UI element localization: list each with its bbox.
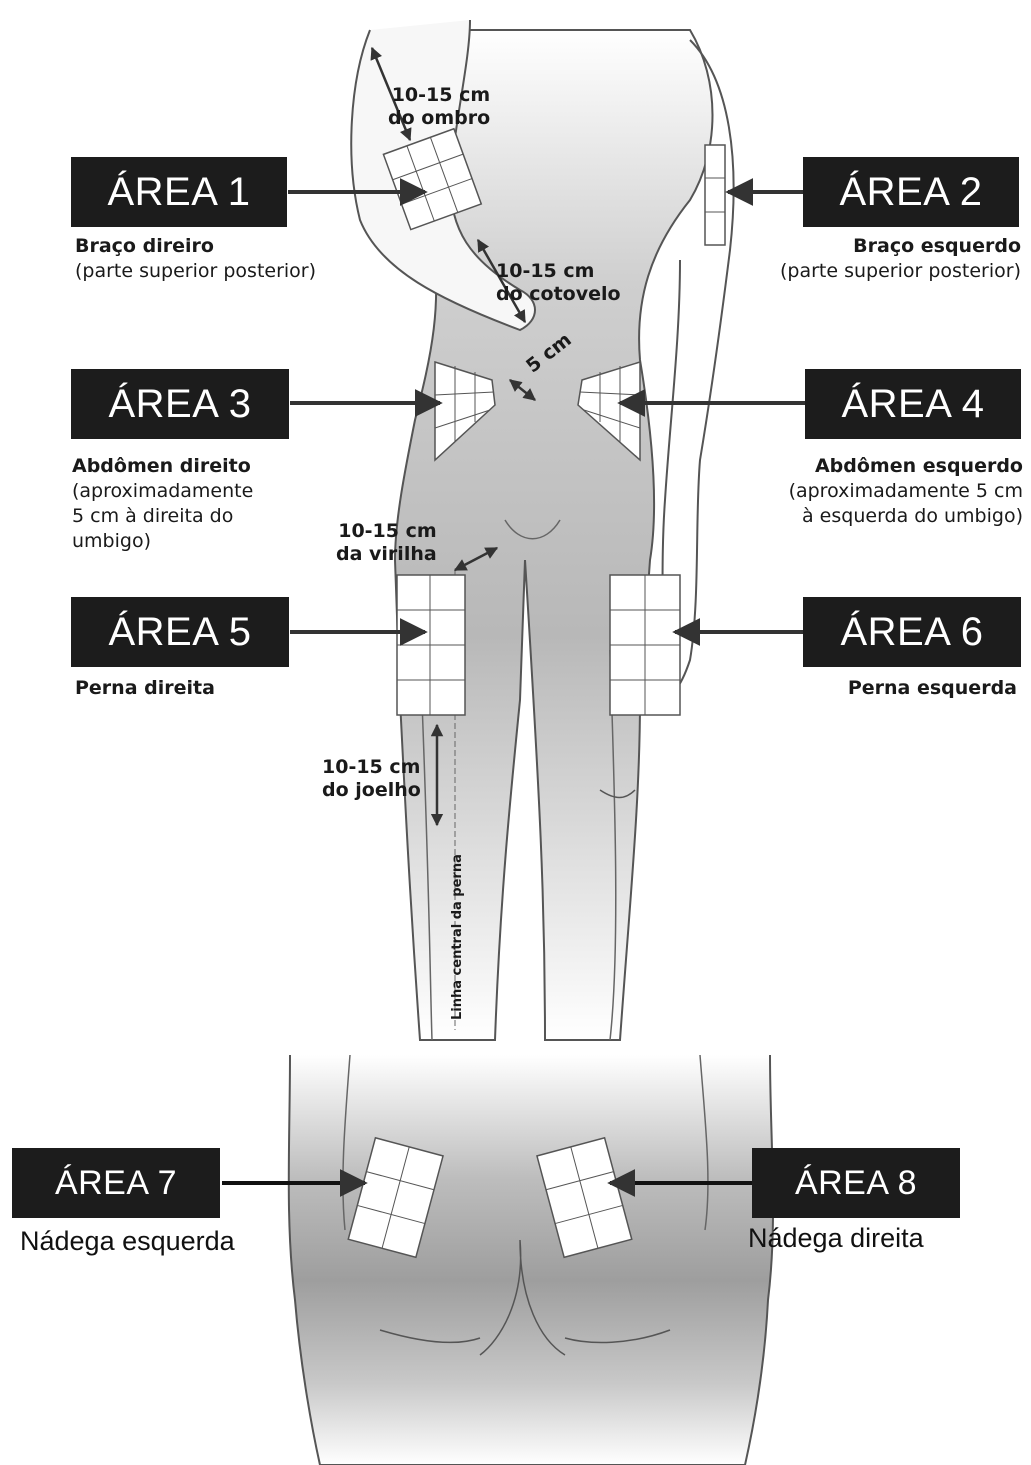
area-4-caption: Abdômen esquerdo(aproximadamente 5 cm à … <box>789 454 1023 529</box>
area-6-label: ÁREA 6 <box>803 597 1021 667</box>
area-5-label: ÁREA 5 <box>71 597 289 667</box>
area-6-caption: Perna esquerda <box>848 676 1017 701</box>
area-8-label: ÁREA 8 <box>752 1148 960 1218</box>
area-7-caption: Nádega esquerda <box>20 1225 235 1257</box>
grid-area-2 <box>705 145 725 245</box>
area-8-caption: Nádega direita <box>748 1222 924 1254</box>
knee-distance-label: 10-15 cm do joelho <box>322 756 421 802</box>
area-7-label: ÁREA 7 <box>12 1148 220 1218</box>
shoulder-distance-label: 10-15 cm do ombro <box>388 84 490 130</box>
leg-centerline-label: Linha central da perna <box>450 854 465 1020</box>
area-1-caption: Braço direiro(parte superior posterior) <box>75 234 316 284</box>
elbow-distance-label: 10-15 cm do cotovelo <box>496 260 621 306</box>
grid-area-6 <box>610 575 680 715</box>
area-2-label: ÁREA 2 <box>803 157 1019 227</box>
back-body <box>289 1055 773 1465</box>
area-3-label: ÁREA 3 <box>71 369 289 439</box>
area-4-label: ÁREA 4 <box>805 369 1021 439</box>
grid-area-5 <box>397 575 465 715</box>
area-1-label: ÁREA 1 <box>71 157 287 227</box>
area-3-caption: Abdômen direito(aproximadamente 5 cm à d… <box>72 454 253 554</box>
hips-shape <box>289 1055 773 1465</box>
area-2-caption: Braço esquerdo(parte superior posterior) <box>780 234 1021 284</box>
groin-distance-label: 10-15 cm da virilha <box>336 520 437 566</box>
area-5-caption: Perna direita <box>75 676 215 701</box>
